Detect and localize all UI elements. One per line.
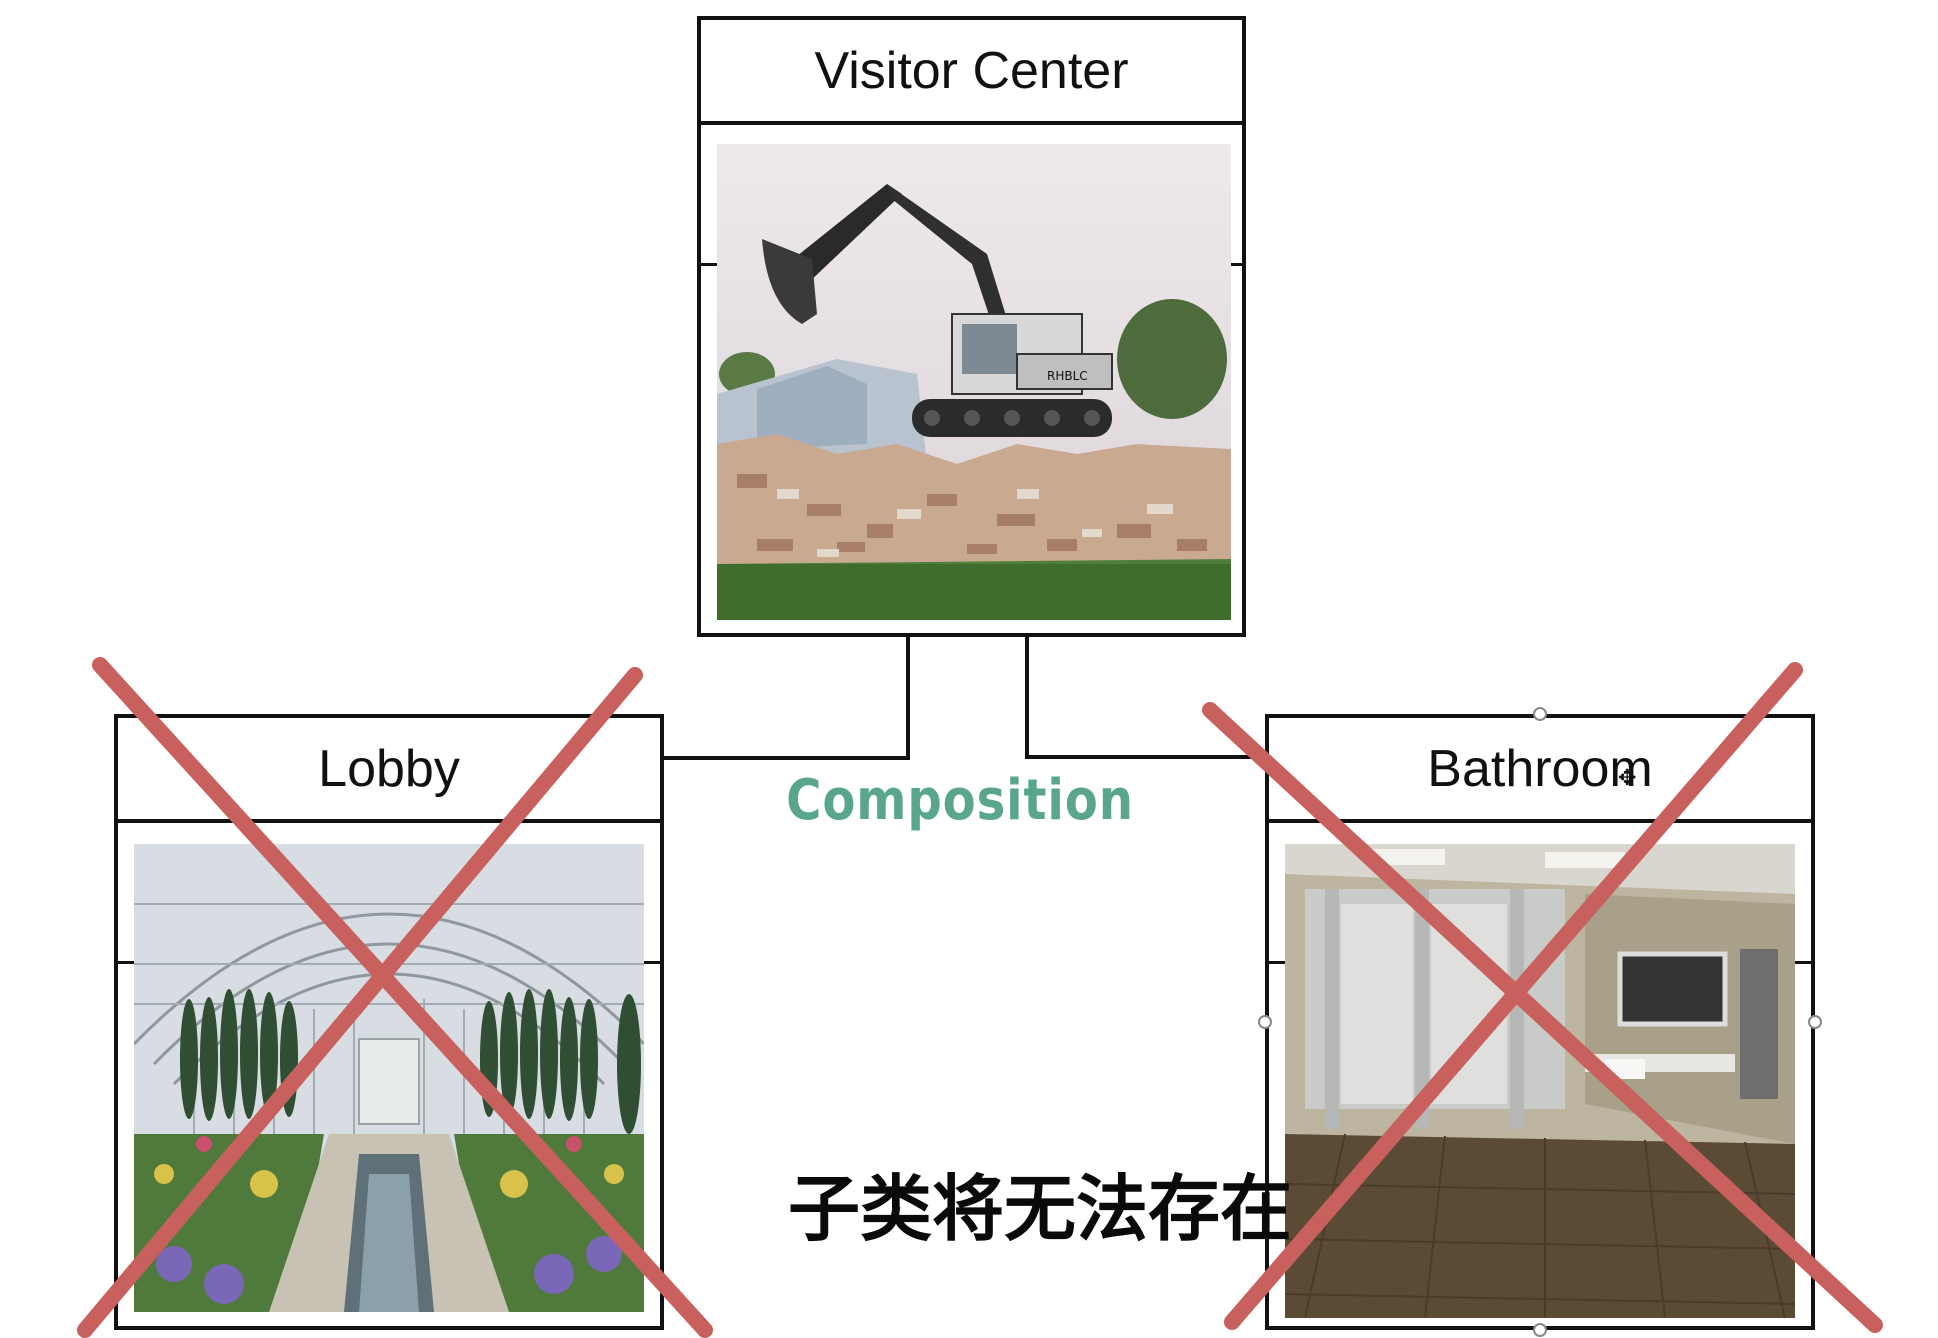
composition-connector-left-horizontal bbox=[662, 756, 910, 760]
composition-connector-right-vertical bbox=[1025, 637, 1029, 759]
box-divider-tick-left bbox=[701, 263, 717, 266]
relationship-label: Composition bbox=[786, 768, 1134, 833]
composition-connector-right-horizontal bbox=[1025, 755, 1265, 759]
box-divider-tick-right bbox=[1795, 961, 1811, 964]
box-divider-tick-right bbox=[644, 961, 660, 964]
box-divider-tick-left bbox=[118, 961, 134, 964]
subtitle-caption: 子类将无法存在 bbox=[787, 1167, 1292, 1251]
svg-text:RHBLC: RHBLC bbox=[1047, 369, 1088, 383]
child-class-box-bathroom: Bathroom bbox=[1265, 714, 1815, 1330]
selection-handle-bottom[interactable] bbox=[1533, 1323, 1547, 1337]
box-divider-tick-left bbox=[1269, 961, 1285, 964]
move-cursor-icon: ✥ bbox=[1618, 766, 1637, 791]
selection-handle-right[interactable] bbox=[1808, 1015, 1822, 1029]
child-class-title-lobby: Lobby bbox=[118, 718, 660, 823]
parent-class-box: Visitor Center bbox=[697, 16, 1246, 637]
composition-connector-left-vertical bbox=[906, 637, 910, 760]
conservatory-photo bbox=[134, 844, 644, 1312]
demolition-photo: RHBLC bbox=[717, 144, 1231, 620]
bathroom-photo bbox=[1285, 844, 1795, 1318]
selection-handle-left[interactable] bbox=[1258, 1015, 1272, 1029]
child-class-title-bathroom: Bathroom bbox=[1269, 718, 1811, 823]
parent-class-title: Visitor Center bbox=[701, 20, 1242, 125]
box-divider-tick-right bbox=[1226, 263, 1242, 266]
child-class-box-lobby: Lobby bbox=[114, 714, 664, 1330]
selection-handle-top[interactable] bbox=[1533, 707, 1547, 721]
